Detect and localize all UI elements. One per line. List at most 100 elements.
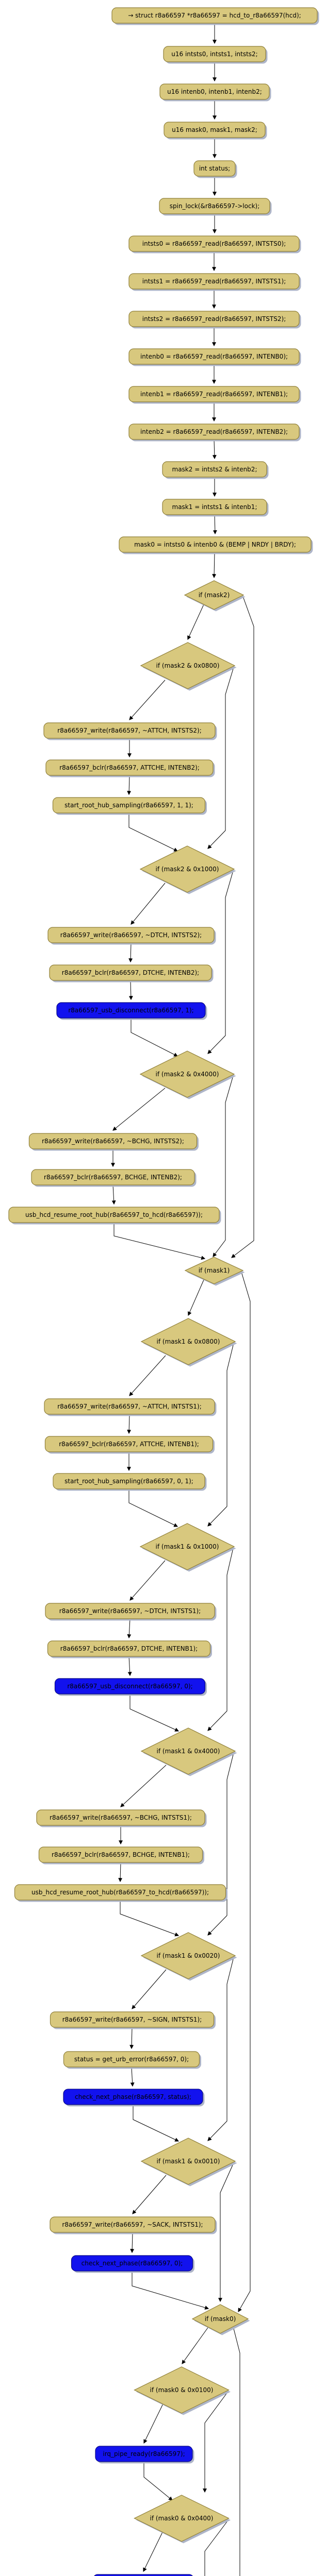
flow-edge-d1-d5-false bbox=[231, 595, 254, 1258]
statement-p29: r8a66597_bclr(r8a66597, BCHGE, INTENB1); bbox=[38, 1846, 204, 1865]
flow-edge-d3-d4-false bbox=[207, 870, 234, 1054]
process-box bbox=[14, 1884, 226, 1901]
node-label: start_root_hub_sampling(r8a66597, 0, 1); bbox=[64, 1478, 193, 1485]
process-box bbox=[44, 1436, 214, 1452]
statement-p8: intsts2 = r8a66597_read(r8a66597, INTSTS… bbox=[128, 311, 301, 329]
process-box bbox=[128, 273, 300, 290]
decision-diamond bbox=[134, 2366, 230, 2414]
node-label: r8a66597_bclr(r8a66597, ATTCHE, INTENB2)… bbox=[59, 764, 200, 771]
flow-edge-d7-p26-true bbox=[129, 1560, 166, 1601]
statement-p22: usb_hcd_resume_root_hub(r8a66597_to_hcd(… bbox=[8, 1207, 221, 1225]
statement-p25: start_root_hub_sampling(r8a66597, 0, 1); bbox=[53, 1473, 207, 1491]
node-label: r8a66597_write(r8a66597, ~SACK, INTSTS1)… bbox=[62, 2221, 203, 2228]
node-label: check_next_phase(r8a66597, 0); bbox=[82, 2260, 183, 2267]
flow-edge-d11-p34-false bbox=[233, 2326, 240, 2576]
statement-p16: r8a66597_bclr(r8a66597, ATTCHE, INTENB2)… bbox=[45, 759, 215, 777]
decision-d3: if (mask2 & 0x1000) bbox=[139, 845, 236, 894]
decision-diamond bbox=[140, 1318, 236, 1365]
process-box bbox=[63, 2051, 200, 2067]
node-label: if (mask2) bbox=[199, 591, 230, 599]
highlighted-call-h1: r8a66597_usb_disconnect(r8a66597, 1); bbox=[56, 1002, 207, 1020]
node-label: if (mask0 & 0x0400) bbox=[150, 2515, 214, 2522]
decision-d5: if (mask1) bbox=[184, 1257, 245, 1286]
decision-d8: if (mask1 & 0x4000) bbox=[140, 1727, 237, 1776]
statement-p17: start_root_hub_sampling(r8a66597, 1, 1); bbox=[52, 797, 207, 815]
node-label: r8a66597_bclr(r8a66597, DTCHE, INTENB2); bbox=[62, 969, 199, 976]
flow-edge-d1-d2-true bbox=[187, 602, 205, 640]
decision-d6: if (mask1 & 0x0800) bbox=[140, 1318, 237, 1367]
highlight-box bbox=[95, 2446, 193, 2462]
statement-p26: r8a66597_write(r8a66597, ~DTCH, INTSTS1)… bbox=[45, 1603, 217, 1621]
flow-edge-d10-p33-true bbox=[132, 2175, 167, 2214]
node-label: mask2 = intsts2 & intenb2; bbox=[172, 466, 257, 473]
process-box bbox=[50, 2216, 216, 2233]
highlighted-call-h2: r8a66597_usb_disconnect(r8a66597, 0); bbox=[54, 1678, 207, 1696]
node-label: r8a66597_bclr(r8a66597, ATTCHE, INTENB1)… bbox=[59, 1440, 199, 1448]
statement-p12: mask2 = intsts2 & intenb2; bbox=[162, 461, 269, 479]
statement-p1: u16 intsts0, intsts1, intsts2; bbox=[163, 46, 268, 64]
node-label: u16 intsts0, intsts1, intsts2; bbox=[171, 50, 257, 58]
node-label: intenb2 = r8a66597_read(r8a66597, INTENB… bbox=[140, 428, 288, 435]
node-label: r8a66597_write(r8a66597, ~BCHG, INTSTS1)… bbox=[50, 1814, 192, 1821]
node-label: r8a66597_write(r8a66597, ~ATTCH, INTSTS2… bbox=[57, 727, 202, 734]
node-label: if (mask1 & 0x0020) bbox=[157, 1952, 220, 1959]
highlighted-call-h3: check_next_phase(r8a66597, status); bbox=[63, 2089, 205, 2107]
highlighted-call-h6: irq_pipe_empty(r8a66597); bbox=[94, 2574, 193, 2576]
node-label: r8a66597_bclr(r8a66597, BCHGE, INTENB2); bbox=[44, 1174, 182, 1181]
decision-d7: if (mask1 & 0x1000) bbox=[139, 1523, 236, 1572]
node-label: if (mask2 & 0x0800) bbox=[156, 662, 220, 669]
decision-d4: if (mask2 & 0x4000) bbox=[139, 1050, 236, 1099]
statement-p5: spin_lock(&r8a66597->lock); bbox=[159, 198, 272, 216]
decision-d1: if (mask2) bbox=[184, 580, 246, 612]
flow-edge-p14-d1 bbox=[212, 552, 217, 579]
statement-p2: u16 intenb0, intenb1, intenb2; bbox=[159, 83, 271, 101]
decision-d11: if (mask0) bbox=[191, 2304, 250, 2335]
process-box bbox=[45, 759, 214, 776]
decision-d13: if (mask0 & 0x0400) bbox=[134, 2495, 231, 2544]
statement-p7: intsts1 = r8a66597_read(r8a66597, INTSTS… bbox=[128, 273, 301, 291]
node-label: start_root_hub_sampling(r8a66597, 1, 1); bbox=[64, 802, 193, 809]
process-box bbox=[128, 348, 300, 365]
highlight-box bbox=[94, 2574, 193, 2576]
process-box bbox=[193, 160, 236, 177]
node-label: status = get_urb_error(r8a66597, 0); bbox=[74, 2056, 189, 2063]
flow-edge-d5-d6-true bbox=[188, 1278, 205, 1316]
process-box bbox=[47, 927, 215, 943]
flow-edge-d13-d14-false bbox=[204, 2520, 229, 2576]
statement-p11: intenb2 = r8a66597_read(r8a66597, INTENB… bbox=[128, 423, 301, 442]
statement-p28: r8a66597_write(r8a66597, ~BCHG, INTSTS1)… bbox=[36, 1809, 207, 1827]
decision-d9: if (mask1 & 0x0020) bbox=[140, 1932, 237, 1981]
statement-p6: intsts0 = r8a66597_read(r8a66597, INTSTS… bbox=[128, 235, 301, 253]
flow-edge-d2-d3-false bbox=[207, 667, 234, 849]
decision-diamond bbox=[134, 2495, 230, 2542]
process-box bbox=[49, 964, 212, 981]
process-box bbox=[52, 797, 206, 814]
flow-edge-p32-h3 bbox=[130, 2066, 135, 2087]
process-box bbox=[38, 1846, 203, 1863]
process-box bbox=[50, 2011, 215, 2028]
flow-edge-d7-d8-false bbox=[207, 1548, 234, 1731]
process-box bbox=[45, 1603, 215, 1619]
process-box bbox=[47, 1640, 211, 1657]
node-label: r8a66597_usb_disconnect(r8a66597, 1); bbox=[68, 1007, 193, 1014]
node-label: r8a66597_write(r8a66597, ~DTCH, INTSTS1)… bbox=[59, 1607, 201, 1615]
statement-p19: r8a66597_bclr(r8a66597, DTCHE, INTENB2); bbox=[49, 964, 214, 982]
node-label: if (mask1 & 0x0800) bbox=[157, 1338, 220, 1345]
decision-diamond bbox=[184, 580, 244, 610]
flow-edge-p26-p27 bbox=[127, 1618, 132, 1639]
process-box bbox=[163, 46, 266, 62]
node-label: if (mask0) bbox=[205, 2315, 236, 2323]
node-label: intsts0 = r8a66597_read(r8a66597, INTSTS… bbox=[142, 240, 286, 247]
flow-edge-d12-h5-true bbox=[143, 2403, 164, 2444]
statement-p3: u16 mask0, mask1, mask2; bbox=[164, 122, 267, 140]
flow-edge-p21-p22 bbox=[111, 1184, 116, 1205]
process-box bbox=[128, 386, 300, 402]
node-label: irq_pipe_ready(r8a66597); bbox=[103, 2450, 185, 2458]
decision-diamond bbox=[139, 1050, 235, 1098]
decision-diamond bbox=[140, 1727, 236, 1775]
node-label: mask0 = intsts0 & intenb0 & (BEMP | NRDY… bbox=[134, 541, 296, 548]
flow-edge-d3-p18-true bbox=[131, 883, 166, 925]
highlight-box bbox=[56, 1002, 206, 1019]
flow-edge-p30-d9 bbox=[120, 1900, 180, 1937]
